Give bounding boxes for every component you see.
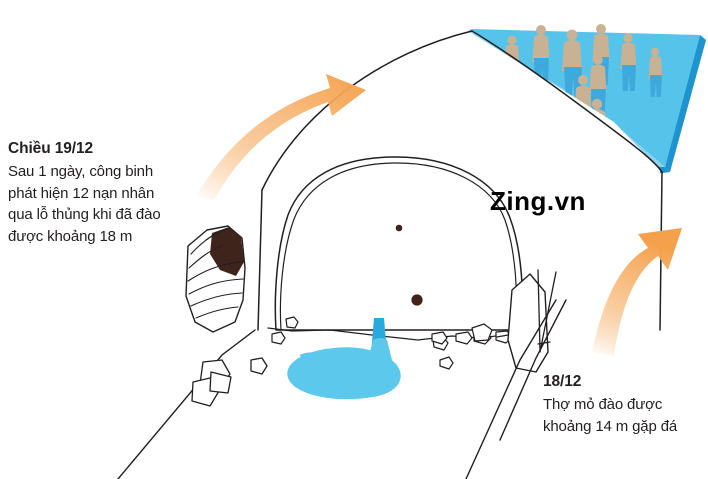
water-pool: [287, 318, 401, 400]
tunnel-arch-inner-contour: [279, 162, 518, 331]
tunnel-arch: [274, 156, 524, 331]
callout-right-line-1: Thợ mỏ đào được: [543, 396, 663, 413]
large-hole-dot: [411, 294, 423, 306]
callout-left-line-3: qua lỗ thủng khi đã đào: [8, 206, 161, 223]
left-stratified-rock: [185, 225, 246, 333]
small-hole-dot: [395, 224, 403, 232]
callout-right-title: 18/12: [543, 373, 582, 390]
arrow-to-upper-left: [196, 74, 366, 200]
breach-hole-markers: [395, 224, 423, 306]
ground-slope-lines: [117, 299, 567, 479]
callout-left-title: Chiều 19/12: [8, 140, 94, 157]
callout-left-line-2: phát hiện 12 nạn nhân: [8, 184, 155, 202]
slope-rubble: [191, 357, 268, 407]
callout-right: 18/12 Thợ mỏ đào được khoảng 14 m gặp đá: [543, 371, 708, 437]
right-pillar-side-rock: [471, 323, 493, 342]
figure: [532, 25, 550, 85]
callout-right-line-2: khoảng 14 m gặp đá: [543, 417, 678, 435]
callout-left: Chiều 19/12 Sau 1 ngày, công binh phát h…: [8, 138, 218, 247]
callout-left-line-4: được khoảng 18 m: [8, 227, 133, 245]
arrow-to-lower-right: [592, 228, 682, 356]
callout-left-line-1: Sau 1 ngày, công binh: [8, 163, 154, 180]
figure: [648, 47, 663, 97]
right-rock-pillar: [507, 273, 549, 373]
figure: [620, 33, 637, 91]
